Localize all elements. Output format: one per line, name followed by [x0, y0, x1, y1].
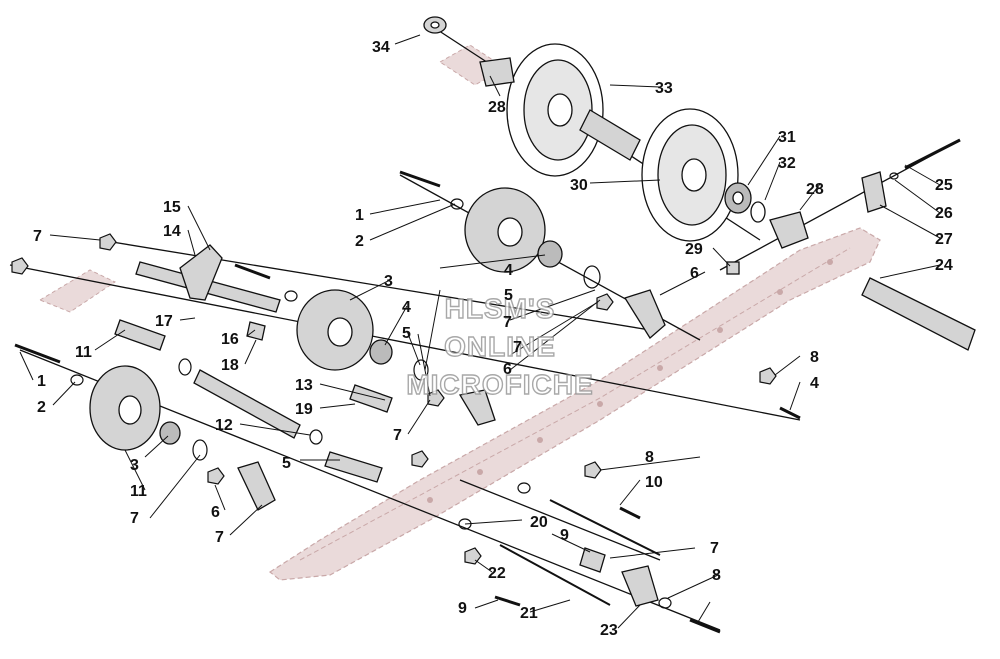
callout-label: 26	[935, 205, 953, 222]
bearing-center	[369, 339, 393, 365]
nut-29	[726, 261, 740, 275]
collar-top-right	[769, 211, 809, 249]
callout-label: 32	[778, 155, 796, 172]
top-washer	[423, 16, 447, 34]
bracket-left	[237, 461, 276, 511]
callout-label: 5	[282, 455, 291, 472]
callout-label: 19	[295, 401, 313, 418]
callout-label: 7	[393, 427, 402, 444]
callout-label: 15	[163, 199, 181, 216]
callout-labels: 34 28 33 31 32 28 30 25 26 27 24 29 6 1 …	[33, 39, 953, 639]
bearing-middle-right	[537, 240, 563, 268]
callout-label: 7	[33, 228, 42, 245]
callout-label: 16	[221, 331, 239, 348]
callout-label: 9	[458, 600, 467, 617]
callout-label: 4	[504, 262, 513, 279]
large-idler-wheel-rear	[506, 43, 604, 177]
callout-label: 33	[655, 80, 673, 97]
bracket-upper-right	[624, 289, 666, 339]
callout-label: 9	[560, 527, 569, 544]
callout-label: 6	[690, 265, 699, 282]
rail-fragment-left	[38, 269, 117, 313]
callout-label: 24	[935, 257, 953, 274]
callout-label: 22	[488, 565, 506, 582]
large-idler-wheel-front	[641, 108, 739, 242]
tube-11-upper	[114, 319, 166, 351]
snap-ring-top	[750, 201, 766, 223]
axle-lines	[9, 24, 961, 631]
wheel-spacer-tube	[579, 109, 641, 161]
spacer-18	[246, 321, 266, 341]
callout-label: 8	[712, 567, 721, 584]
callout-label: 3	[384, 273, 393, 290]
callout-label: 34	[372, 39, 390, 56]
adjuster-shaft-24	[861, 277, 976, 351]
callout-label: 6	[211, 504, 220, 521]
callout-label: 20	[530, 514, 548, 531]
tube-13	[349, 384, 393, 413]
tube-12	[193, 369, 301, 439]
callout-label: 2	[355, 233, 364, 250]
tube-11-lower	[324, 451, 383, 483]
wheel-right-middle	[464, 187, 546, 273]
top-bearing	[724, 182, 752, 214]
callout-label: 1	[355, 207, 364, 224]
callout-label: 11	[130, 483, 147, 500]
watermark-line-1: HLSM'S	[445, 293, 556, 324]
hardware-bolts	[14, 170, 801, 634]
callout-label: 28	[488, 99, 506, 116]
slide-rail	[268, 227, 881, 581]
pivot-arm-15	[179, 244, 223, 301]
callout-label: 7	[503, 314, 512, 331]
wheel-center	[296, 289, 374, 371]
callout-label: 10	[645, 474, 663, 491]
callout-label: 30	[570, 177, 588, 194]
callout-label: 7	[710, 540, 719, 557]
callout-label: 23	[600, 622, 618, 639]
adjuster-block-27	[861, 171, 887, 213]
callout-label: 7	[513, 339, 522, 356]
hardware-nuts	[11, 233, 777, 565]
bracket-21	[621, 565, 659, 607]
callout-label: 8	[810, 349, 819, 366]
callout-label: 5	[504, 287, 513, 304]
callout-label: 4	[402, 299, 411, 316]
callout-label: 13	[295, 377, 313, 394]
callout-label: 1	[37, 373, 46, 390]
wheel-left	[89, 365, 161, 451]
callout-label: 17	[155, 313, 173, 330]
callout-label: 31	[778, 129, 796, 146]
bracket-center	[458, 389, 496, 426]
callout-label: 14	[163, 223, 181, 240]
callout-label: 5	[402, 325, 411, 342]
watermark-line-3: MICROFICHE	[406, 369, 593, 400]
callout-label: 29	[685, 241, 703, 258]
watermark: HLSM'S ONLINE MICROFICHE	[406, 292, 594, 400]
callout-label: 2	[37, 399, 46, 416]
leader-lines	[19, 34, 941, 629]
callout-label: 7	[215, 529, 224, 546]
collar-top-left	[479, 57, 515, 87]
callout-label: 27	[935, 231, 953, 248]
callout-label: 12	[215, 417, 233, 434]
callout-label: 21	[520, 605, 538, 622]
callout-label: 25	[935, 177, 953, 194]
long-bolt-25	[904, 138, 961, 170]
watermark-line-2: ONLINE	[444, 331, 556, 362]
callout-label: 7	[130, 510, 139, 527]
callout-label: 6	[503, 361, 512, 378]
callout-label: 4	[810, 375, 819, 392]
callout-label: 11	[75, 344, 92, 361]
spacer-20	[579, 547, 606, 573]
callout-label: 8	[645, 449, 654, 466]
callout-label: 18	[221, 357, 239, 374]
callout-label: 28	[806, 181, 824, 198]
callout-label: 3	[130, 457, 139, 474]
